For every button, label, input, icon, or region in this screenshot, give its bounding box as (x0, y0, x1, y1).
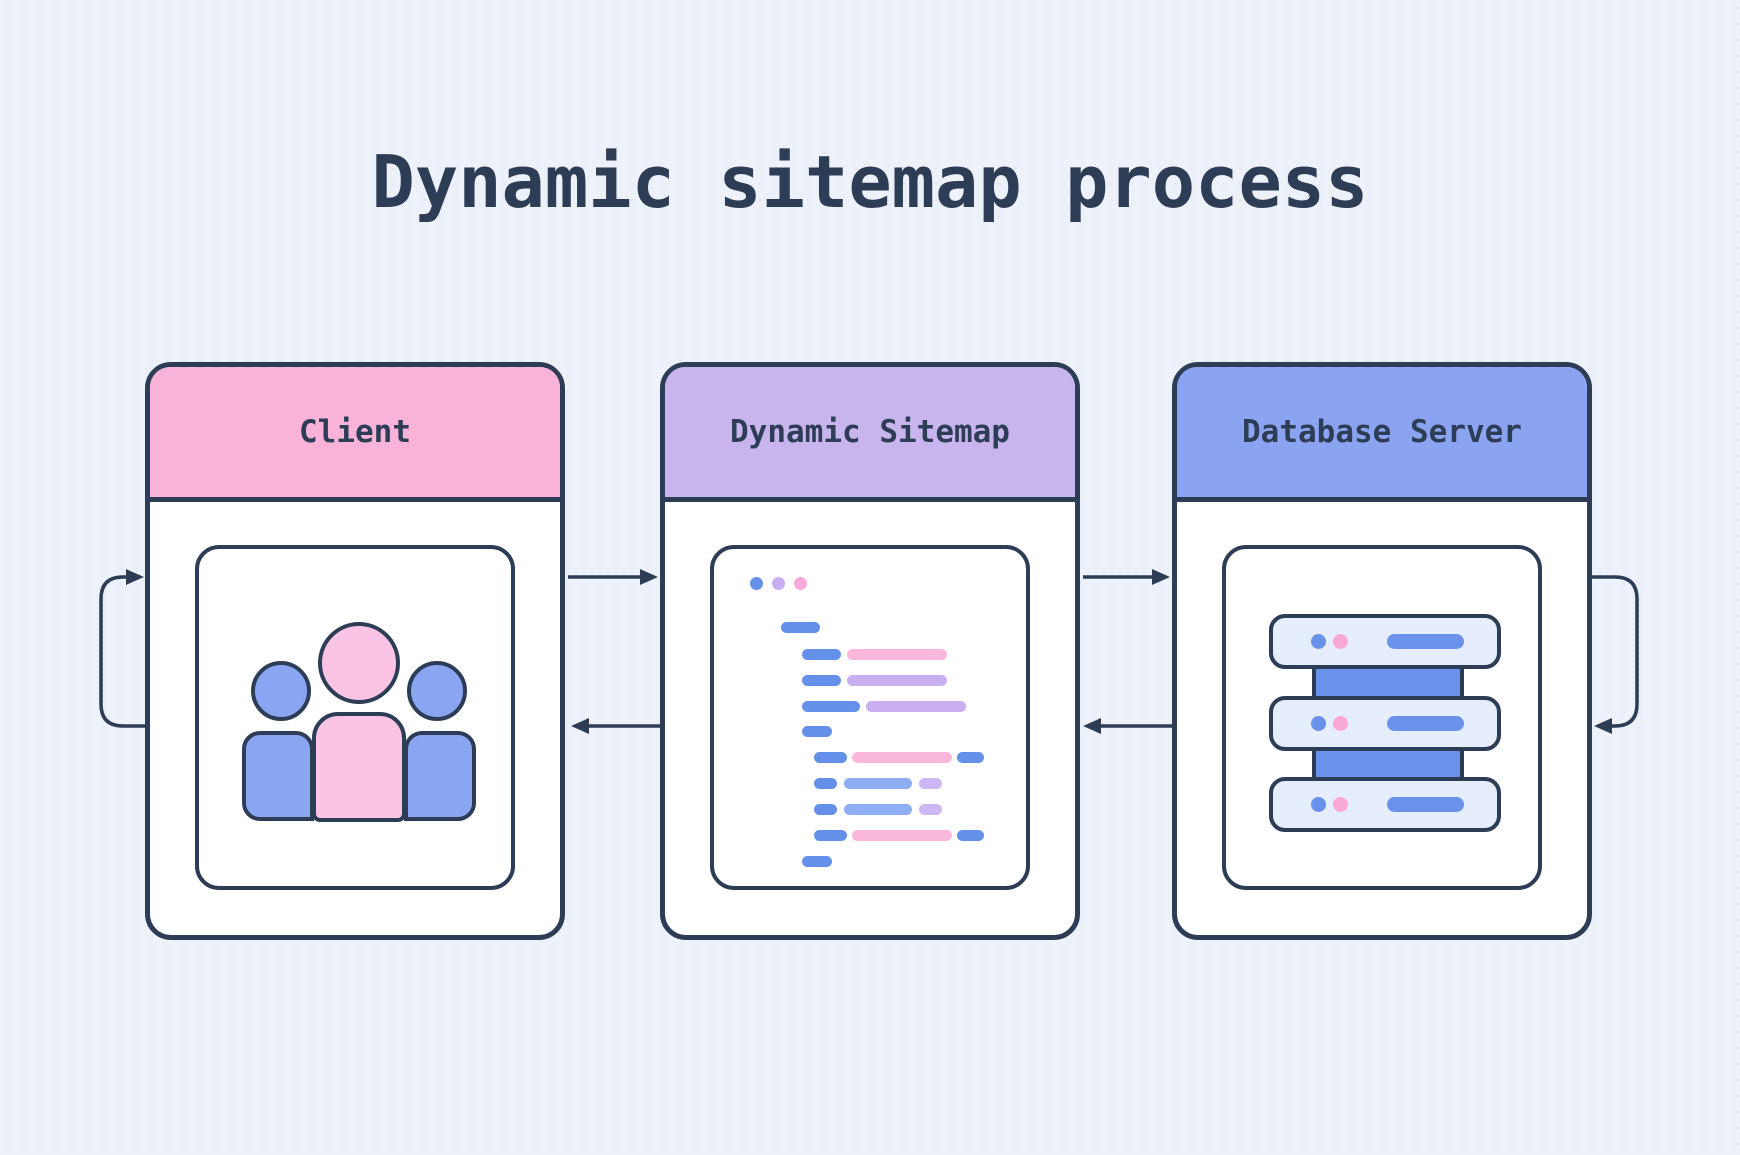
card-database-server: Database Server (1172, 362, 1592, 940)
code-line-segment (852, 830, 952, 841)
server-vent-icon (1387, 716, 1464, 731)
code-line-segment (844, 804, 912, 815)
user-left-body-icon (242, 731, 314, 821)
loop-arrow-right (1592, 575, 1639, 734)
card-database-server-label: Database Server (1242, 414, 1522, 450)
user-center-head-icon (318, 622, 400, 704)
code-line-segment (802, 856, 832, 867)
code-line-segment (957, 752, 984, 763)
server-stack-icon (1222, 545, 1542, 890)
user-right-body-icon (404, 731, 476, 821)
user-left-head-icon (251, 661, 311, 721)
code-line-segment (802, 675, 841, 686)
user-right-head-icon (407, 661, 467, 721)
arrow-sitemap-to-client (571, 718, 660, 734)
diagram-title: Dynamic sitemap process (371, 140, 1369, 224)
card-dynamic-sitemap: Dynamic Sitemap (660, 362, 1080, 940)
server-bar (1269, 614, 1501, 669)
server-led-icon (1311, 634, 1326, 649)
code-line-segment (814, 804, 837, 815)
server-led-icon (1333, 797, 1348, 812)
users-icon (195, 545, 515, 890)
card-dynamic-sitemap-label: Dynamic Sitemap (730, 414, 1010, 450)
code-window-icon (710, 545, 1030, 890)
server-vent-icon (1387, 634, 1464, 649)
card-client-label: Client (299, 414, 411, 450)
loop-arrow-left (99, 569, 146, 728)
code-line-segment (866, 701, 966, 712)
arrow-database-to-sitemap (1083, 718, 1172, 734)
code-line-segment (957, 830, 984, 841)
window-dot-icon (794, 577, 807, 590)
code-line-segment (852, 752, 952, 763)
arrow-client-to-sitemap (568, 569, 658, 585)
card-dynamic-sitemap-header: Dynamic Sitemap (665, 367, 1075, 502)
code-line-segment (919, 804, 942, 815)
card-client: Client (145, 362, 565, 940)
code-line-segment (919, 778, 942, 789)
server-led-icon (1333, 634, 1348, 649)
code-line-segment (802, 649, 841, 660)
code-line-segment (802, 701, 860, 712)
code-line-segment (847, 649, 947, 660)
server-led-icon (1311, 716, 1326, 731)
server-bar (1269, 777, 1501, 832)
user-center-body-icon (312, 712, 406, 822)
code-line-segment (847, 675, 947, 686)
code-line-segment (814, 752, 847, 763)
window-dot-icon (750, 577, 763, 590)
code-line-segment (781, 622, 820, 633)
code-line-segment (814, 830, 847, 841)
server-bar (1269, 696, 1501, 751)
card-client-header: Client (150, 367, 560, 502)
code-line-segment (844, 778, 912, 789)
arrow-sitemap-to-database (1083, 569, 1170, 585)
card-database-server-header: Database Server (1177, 367, 1587, 502)
server-led-icon (1333, 716, 1348, 731)
window-dot-icon (772, 577, 785, 590)
code-line-segment (802, 726, 832, 737)
code-line-segment (814, 778, 837, 789)
server-led-icon (1311, 797, 1326, 812)
server-vent-icon (1387, 797, 1464, 812)
